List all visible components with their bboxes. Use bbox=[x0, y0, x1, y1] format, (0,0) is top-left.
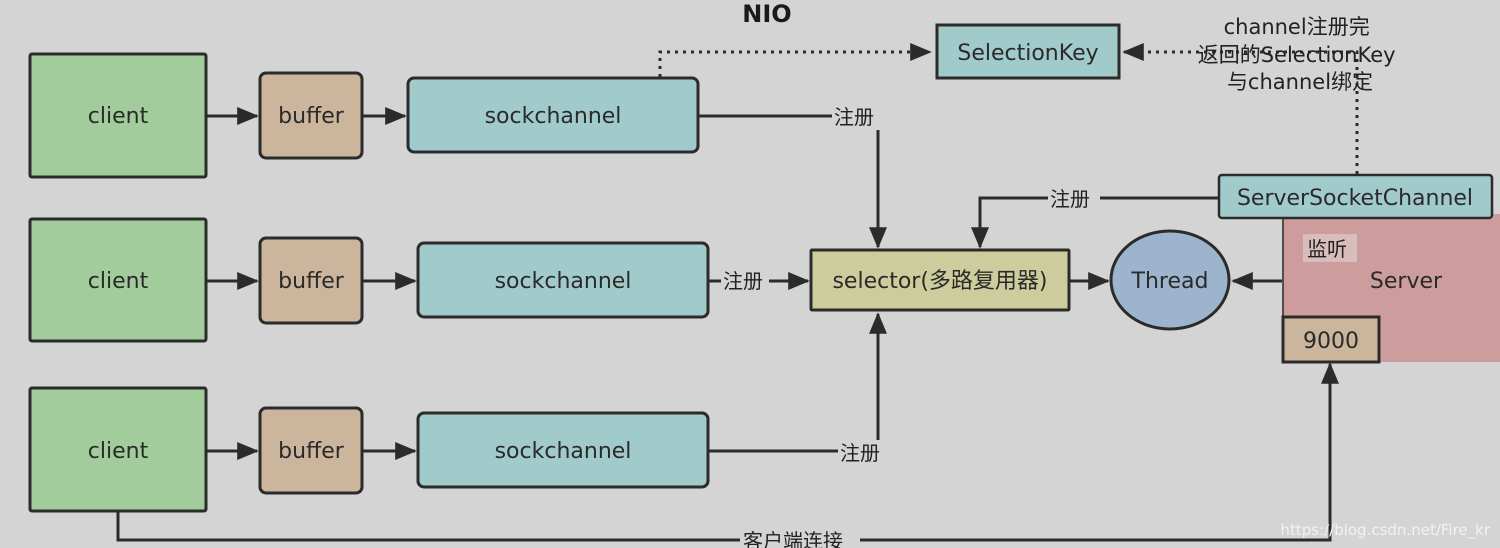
thread-node: Thread bbox=[1109, 229, 1231, 331]
note-line-3: 与channel绑定 bbox=[1227, 70, 1373, 94]
selection-key-node: SelectionKey bbox=[935, 23, 1121, 80]
buffer-label-3: buffer bbox=[278, 439, 345, 464]
port-label: 9000 bbox=[1303, 329, 1359, 354]
sockchannel-label-1: sockchannel bbox=[485, 104, 622, 129]
client-label-3: client bbox=[88, 439, 149, 464]
edge-label-register-2: 注册 bbox=[723, 269, 763, 293]
port-node: 9000 bbox=[1281, 315, 1381, 364]
selection-key-note: channel注册完 返回的SelectionKey 与channel绑定 bbox=[1198, 15, 1403, 94]
server-socket-channel-label: ServerSocketChannel bbox=[1237, 186, 1473, 211]
server-label: Server bbox=[1370, 269, 1443, 294]
edge-label-listen: 监听 bbox=[1307, 237, 1347, 261]
edge-serversocketchannel-selector bbox=[971, 196, 1218, 249]
watermark: https://blog.csdn.net/Fire_kr bbox=[1280, 521, 1490, 540]
buffer-label-2: buffer bbox=[278, 269, 345, 294]
sockchannel-node-3: sockchannel bbox=[416, 411, 710, 489]
buffer-node-3: buffer bbox=[258, 406, 364, 495]
edge-label-register-server: 注册 bbox=[1050, 187, 1090, 211]
diagram-title: NIO bbox=[742, 0, 791, 28]
edge-label-register-1: 注册 bbox=[834, 105, 874, 129]
client-node-2: client bbox=[28, 217, 208, 343]
edge-sockchannel1-selector bbox=[698, 114, 887, 249]
selection-key-label: SelectionKey bbox=[957, 41, 1098, 66]
edge-sockchannel3-selector bbox=[709, 312, 887, 453]
thread-label: Thread bbox=[1131, 269, 1209, 294]
note-line-1: channel注册完 bbox=[1224, 15, 1370, 39]
client-node-1: client bbox=[28, 52, 208, 179]
edge-serversocketchannel-selectionkey bbox=[1124, 50, 1359, 174]
server-socket-channel-node: ServerSocketChannel bbox=[1217, 173, 1494, 220]
sockchannel-node-1: sockchannel bbox=[406, 76, 700, 154]
buffer-node-2: buffer bbox=[258, 236, 364, 325]
client-label-2: client bbox=[88, 269, 149, 294]
note-line-2: 返回的SelectionKey bbox=[1198, 43, 1396, 67]
edge-client-connect bbox=[116, 362, 1339, 542]
edge-label-register-3: 注册 bbox=[840, 441, 880, 465]
edge-label-client-connect: 客户端连接 bbox=[743, 529, 843, 548]
selector-node: selector(多路复用器) bbox=[809, 248, 1071, 312]
edge-sockchannel1-selectionkey bbox=[658, 43, 932, 77]
client-node-3: client bbox=[28, 386, 208, 513]
sockchannel-label-3: sockchannel bbox=[495, 439, 632, 464]
buffer-node-1: buffer bbox=[258, 71, 364, 160]
sockchannel-node-2: sockchannel bbox=[416, 241, 710, 319]
buffer-label-1: buffer bbox=[278, 104, 345, 129]
sockchannel-label-2: sockchannel bbox=[495, 269, 632, 294]
client-label-1: client bbox=[88, 104, 149, 129]
selector-label: selector(多路复用器) bbox=[832, 269, 1047, 294]
